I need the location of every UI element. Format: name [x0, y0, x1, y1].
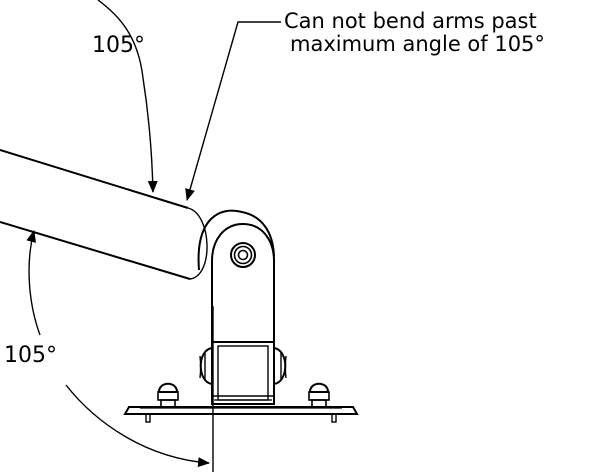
angle-label-top: 105° — [92, 33, 145, 58]
pivot-bolt-mid — [233, 245, 253, 265]
side-knob-right — [273, 347, 287, 385]
note-line-2: maximum angle of 105° — [290, 32, 545, 56]
angle-label-bottom: 105° — [4, 343, 57, 368]
arm — [0, 149, 208, 280]
angle-arc-top — [97, 0, 158, 193]
base-peg-left — [145, 413, 151, 423]
base-plate — [123, 406, 359, 415]
side-knob-left — [199, 347, 213, 385]
note-line-1: Can not bend arms past — [284, 9, 537, 33]
note-leader-line — [185, 21, 281, 201]
angle-arc-bottom-upper — [26, 230, 41, 336]
base-screw-right — [308, 382, 330, 408]
pivot-bolt-inner — [237, 249, 249, 261]
base-peg-right — [331, 413, 337, 423]
pivot-bolt-outer — [230, 242, 256, 268]
angle-arc-bottom-lower — [65, 384, 210, 468]
clamp-block — [211, 341, 275, 405]
base-screw-left — [157, 382, 179, 408]
pivot-bracket — [197, 209, 275, 342]
